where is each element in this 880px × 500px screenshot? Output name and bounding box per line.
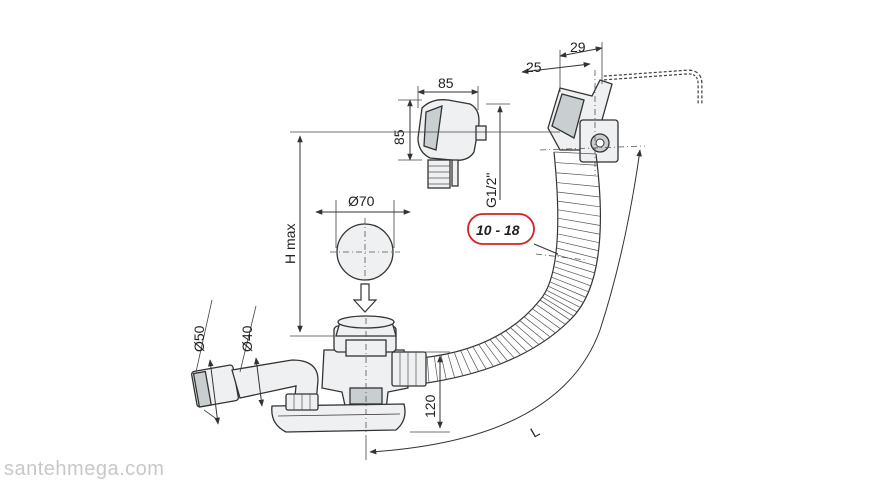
dimension-85-width: 85 <box>417 75 479 110</box>
dimension-hmax: H max <box>282 131 560 337</box>
hose-rib <box>478 344 494 367</box>
hose-rib <box>542 296 574 317</box>
hose-rib <box>557 233 600 244</box>
cable <box>603 69 703 104</box>
hose-rib <box>556 182 600 188</box>
hose-rib <box>447 353 456 378</box>
dimension-25: 25 <box>521 59 591 75</box>
hose-rib <box>495 336 515 359</box>
dimension-29: 29 <box>559 39 603 92</box>
hose-rib <box>433 356 439 382</box>
dimension-thread: G1/2" <box>483 103 510 208</box>
dimension-50: Ø50 <box>191 299 220 425</box>
dim-70-label: Ø70 <box>348 193 375 209</box>
hose-rib <box>553 266 593 280</box>
overflow-head <box>539 70 646 175</box>
hose-rib <box>426 357 430 383</box>
dimension-40: Ø40 <box>239 305 264 407</box>
dim-hmax-label: H max <box>282 224 298 264</box>
dim-thread-label: G1/2" <box>483 173 499 208</box>
hose-rib <box>557 191 600 198</box>
dim-50-label: Ø50 <box>191 325 207 352</box>
hose-rib <box>544 293 578 313</box>
hose-rib <box>514 323 540 345</box>
trap-assembly <box>191 315 427 440</box>
dim-40-label: Ø40 <box>239 325 255 352</box>
hose-rib <box>440 354 447 380</box>
range-highlight: 10 - 18 <box>467 213 587 261</box>
hose-rib <box>555 172 599 177</box>
hose-rib <box>489 339 508 362</box>
hose-rib <box>554 162 598 166</box>
hose-rib <box>557 217 601 226</box>
dimension-85-height: 85 <box>391 99 422 161</box>
dim-29-label: 29 <box>570 39 586 55</box>
dim-25-label: 25 <box>526 59 542 75</box>
watermark: santehmega.com <box>4 458 165 480</box>
hose-rib <box>556 240 599 252</box>
hose-rib <box>551 276 589 293</box>
hose-rib <box>453 352 464 376</box>
dim-120-label: 120 <box>422 394 438 418</box>
dim-85-width-label: 85 <box>438 75 454 91</box>
valve-thread <box>427 159 459 189</box>
hose-rib <box>555 254 597 267</box>
hose-rib <box>519 320 545 342</box>
hose-rib <box>500 333 521 356</box>
dim-length-label: L <box>528 423 543 441</box>
hose-rib <box>557 225 601 235</box>
down-arrow-icon <box>352 283 378 313</box>
hose-rib <box>472 346 487 370</box>
drain-cap-top: Ø70 <box>315 193 411 288</box>
hose-rib <box>552 271 591 287</box>
valve-body <box>417 99 487 189</box>
hose-rib <box>510 327 534 349</box>
dim-85-height-label: 85 <box>391 129 407 145</box>
hose-rib <box>557 209 601 217</box>
range-label: 10 - 18 <box>476 222 520 238</box>
dimension-length: L <box>365 149 642 460</box>
hose-rib <box>484 341 501 365</box>
hose-rib <box>554 260 595 274</box>
hose-rib <box>505 330 528 352</box>
hose-rib <box>557 200 601 208</box>
